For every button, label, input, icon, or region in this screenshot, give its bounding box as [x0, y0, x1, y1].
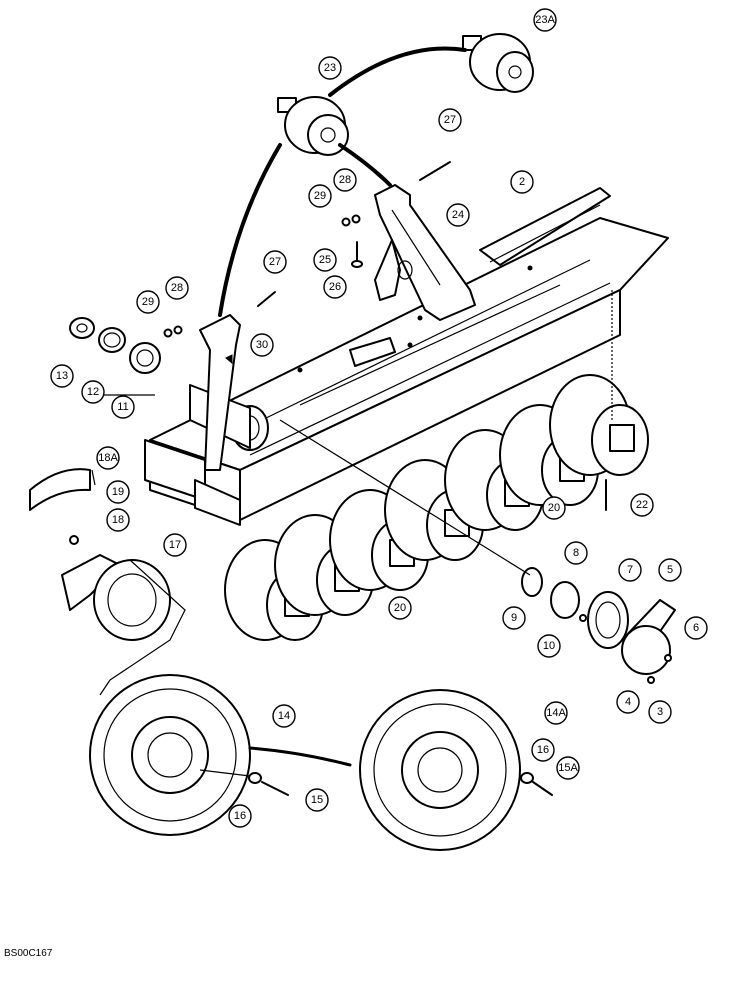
drawing-code: BS00C167	[4, 948, 53, 959]
callout-6: 6	[684, 616, 708, 640]
callout-8: 8	[564, 541, 588, 565]
svg-text:30: 30	[256, 339, 268, 351]
callout-16a: 16	[531, 738, 555, 762]
gasket-17	[93, 559, 171, 641]
sprocket-hardware	[248, 772, 553, 796]
bolts-and-washers	[69, 161, 607, 545]
callout-20a: 20	[542, 496, 566, 520]
carrier-roller-23A	[462, 33, 534, 93]
callout-15A: 15A	[556, 756, 580, 780]
svg-text:6: 6	[693, 622, 699, 634]
callout-15: 15	[305, 788, 329, 812]
svg-text:10: 10	[543, 640, 555, 652]
callout-3: 3	[648, 700, 672, 724]
svg-text:28: 28	[339, 174, 351, 186]
svg-text:27: 27	[444, 114, 456, 126]
callout-28b: 28	[165, 276, 189, 300]
callout-18A: 18A	[96, 446, 120, 470]
callout-11: 11	[111, 395, 135, 419]
leader-lines	[91, 290, 613, 777]
callout-29a: 29	[308, 184, 332, 208]
svg-text:11: 11	[117, 401, 128, 413]
callout-28a: 28	[333, 168, 357, 192]
callout-9: 9	[502, 606, 526, 630]
svg-text:15: 15	[311, 794, 323, 806]
callout-12: 12	[81, 380, 105, 404]
svg-text:24: 24	[452, 209, 464, 221]
callout-14: 14	[272, 704, 296, 728]
callout-25: 25	[313, 248, 337, 272]
svg-text:17: 17	[169, 539, 181, 551]
callout-27a: 27	[438, 108, 462, 132]
idler-assembly-hardware	[69, 317, 161, 374]
callout-16b: 16	[228, 804, 252, 828]
roller-support-bracket	[374, 184, 476, 321]
callout-23: 23	[318, 56, 342, 80]
svg-text:20: 20	[548, 502, 560, 514]
svg-text:4: 4	[625, 696, 631, 708]
svg-text:13: 13	[56, 370, 68, 382]
callout-29b: 29	[136, 290, 160, 314]
svg-text:16: 16	[234, 810, 246, 822]
callout-18: 18	[106, 508, 130, 532]
callout-5: 5	[658, 558, 682, 582]
callout-24: 24	[446, 203, 470, 227]
sprocket-14A	[359, 689, 521, 851]
svg-text:22: 22	[636, 499, 648, 511]
callout-22: 22	[630, 493, 654, 517]
callout-26: 26	[323, 275, 347, 299]
shim-18A	[29, 468, 91, 511]
svg-text:23A: 23A	[535, 14, 555, 26]
front-roller-support	[199, 314, 241, 471]
final-drive-parts	[521, 567, 676, 684]
svg-text:9: 9	[511, 612, 517, 624]
svg-text:25: 25	[319, 254, 331, 266]
svg-text:18A: 18A	[98, 452, 118, 464]
track-rollers	[224, 374, 649, 641]
svg-text:19: 19	[112, 486, 124, 498]
svg-text:5: 5	[667, 564, 673, 576]
callout-17: 17	[163, 533, 187, 557]
callout-13: 13	[50, 364, 74, 388]
callout-20b: 20	[388, 596, 412, 620]
svg-text:16: 16	[537, 744, 549, 756]
callouts: 23A 23 27 28 29 2 24 25 26 27 28 29 30 1…	[50, 8, 708, 828]
svg-text:14: 14	[278, 710, 290, 722]
callout-7: 7	[618, 558, 642, 582]
svg-text:29: 29	[314, 190, 326, 202]
svg-text:12: 12	[87, 386, 99, 398]
carrier-roller-23	[277, 96, 349, 156]
track-frame	[144, 187, 669, 526]
callout-27b: 27	[263, 250, 287, 274]
svg-text:15A: 15A	[558, 762, 578, 774]
callout-23A: 23A	[533, 8, 557, 32]
svg-text:3: 3	[657, 706, 663, 718]
svg-text:23: 23	[324, 62, 336, 74]
svg-text:8: 8	[573, 547, 579, 559]
callout-10: 10	[537, 634, 561, 658]
callout-14A: 14A	[544, 701, 568, 725]
callout-2: 2	[510, 170, 534, 194]
svg-text:26: 26	[329, 281, 341, 293]
svg-text:29: 29	[142, 296, 154, 308]
svg-text:2: 2	[519, 176, 525, 188]
svg-text:28: 28	[171, 282, 183, 294]
svg-text:20: 20	[394, 602, 406, 614]
svg-text:14A: 14A	[546, 707, 566, 719]
callout-19: 19	[106, 480, 130, 504]
callout-4: 4	[616, 690, 640, 714]
svg-text:7: 7	[627, 564, 633, 576]
svg-text:27: 27	[269, 256, 281, 268]
sprocket-14	[89, 674, 251, 836]
svg-text:18: 18	[112, 514, 124, 526]
callout-30: 30	[250, 333, 274, 357]
